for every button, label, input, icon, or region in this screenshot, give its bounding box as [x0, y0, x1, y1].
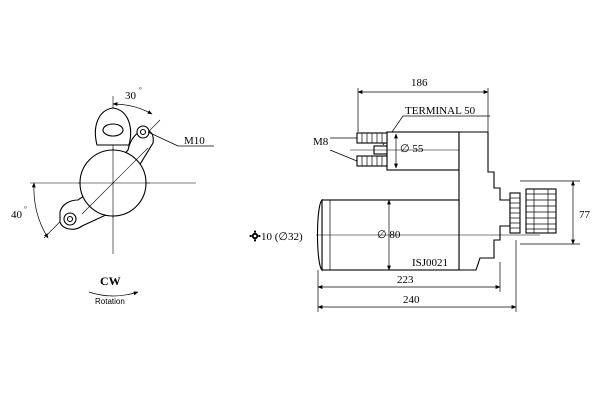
bolt-hole-upper [136, 125, 150, 139]
angle-arc-30 [112, 102, 153, 115]
teeth-label: 10 (∅32) [261, 231, 303, 243]
solenoid-lobe-inner [102, 123, 124, 137]
angle-30-label: 30 [125, 90, 137, 102]
bolt-hole-lower [63, 212, 77, 226]
side-view: 186 TERMINAL 50 M8 ∅ 55 ∅ 8 [249, 77, 591, 312]
pinion-gear [509, 188, 557, 234]
rotation-arrow [88, 291, 139, 297]
m8-leader-lower [329, 149, 358, 162]
rotation-caption: Rotation [95, 297, 125, 306]
terminal-label: TERMINAL 50 [405, 105, 476, 117]
rotation-cw-label: CW [100, 274, 121, 288]
bolt-hole-upper-inner [139, 128, 147, 136]
angle-40-label: 40 [11, 209, 23, 221]
angle-arc-40 [31, 182, 49, 239]
gear-symbol-icon [249, 230, 261, 242]
front-view: 30 ° 40 ° M10 CW Rotation [11, 86, 214, 306]
m10-leader [147, 131, 179, 147]
m8-label: M8 [313, 136, 329, 148]
dim-186-label: 186 [411, 77, 428, 89]
angle-40-degree: ° [24, 205, 27, 213]
solenoid-lobe [94, 107, 132, 146]
dia-80-label: ∅ 80 [377, 229, 401, 241]
angle-30-degree: ° [139, 86, 142, 94]
dim-77-label: 77 [579, 209, 591, 221]
dia-55-label: ∅ 55 [400, 143, 424, 155]
m10-label: M10 [184, 135, 205, 147]
dim-223-label: 223 [397, 274, 414, 286]
part-code: ISJ0021 [412, 257, 448, 269]
drive-housing [458, 131, 511, 271]
dim-240-label: 240 [403, 294, 420, 306]
bolt-hole-lower-inner [66, 215, 74, 223]
